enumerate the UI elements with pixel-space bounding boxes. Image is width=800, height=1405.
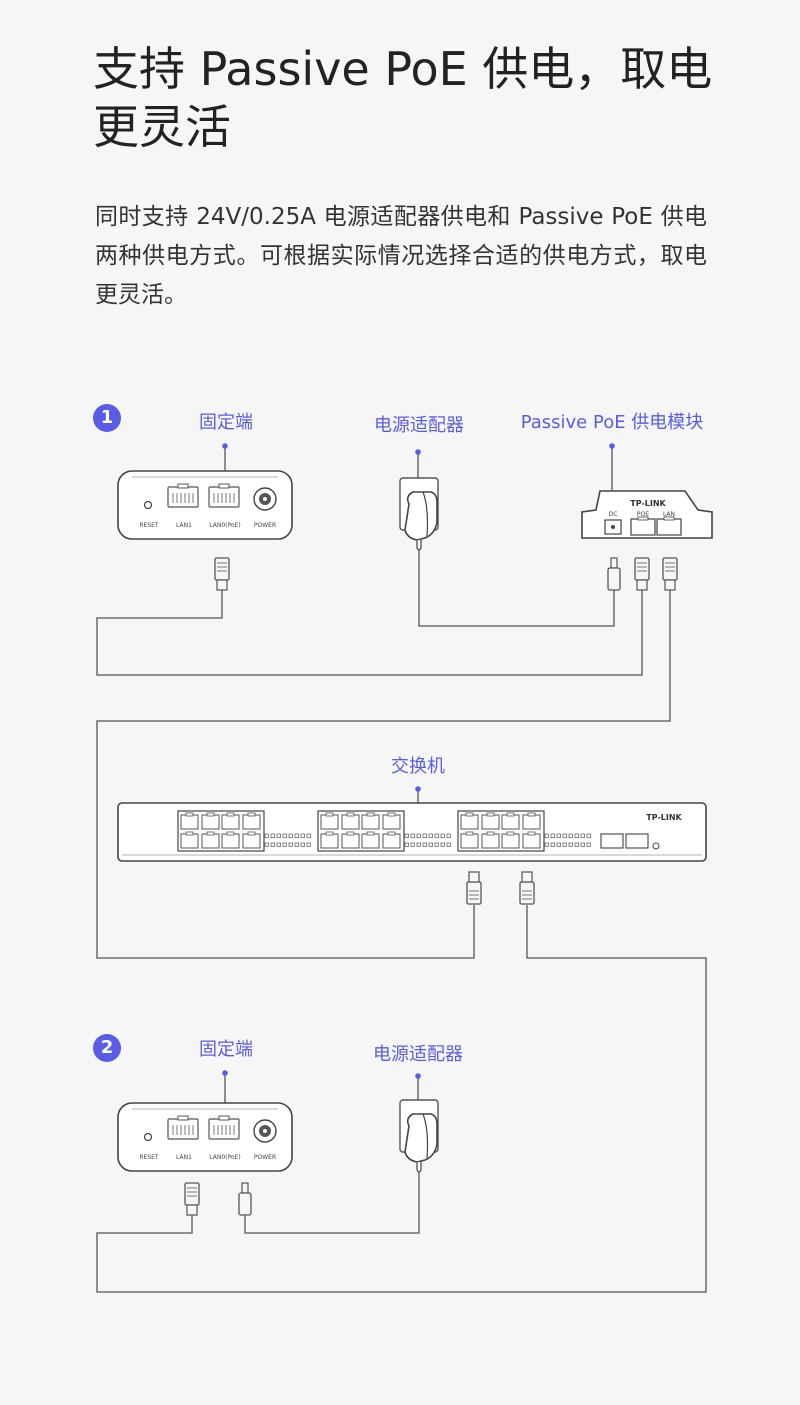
description: 同时支持 24V/0.25A 电源适配器供电和 Passive PoE 供电两种… bbox=[95, 204, 707, 308]
rj45-plug bbox=[662, 557, 678, 591]
dc-plug bbox=[238, 1182, 252, 1216]
step-1-badge: 1 bbox=[93, 404, 121, 432]
step-2-badge: 2 bbox=[93, 1034, 121, 1062]
poe-module-poe-label: POE bbox=[637, 511, 649, 518]
cables bbox=[96, 445, 707, 1293]
fixed-end-device-1: RESET LAN1 LAN0(PoE) POWER bbox=[117, 470, 293, 540]
port-label-lan0: LAN0(PoE) bbox=[209, 522, 240, 529]
fixed-end-device-2: RESET LAN1 LAN0(PoE) POWER bbox=[117, 1102, 293, 1172]
port-label-lan1: LAN1 bbox=[176, 522, 192, 529]
network-switch: TP-LINK bbox=[117, 802, 707, 862]
label-fixed-end-2: 固定端 bbox=[199, 1039, 253, 1060]
rj45-plug bbox=[214, 557, 230, 591]
label-poe-module: Passive PoE 供电模块 bbox=[520, 412, 704, 433]
rj45-plug bbox=[519, 871, 535, 905]
port-label-reset: RESET bbox=[139, 522, 159, 529]
page-title: 支持 Passive PoE 供电，取电更灵活 bbox=[93, 42, 713, 154]
port-label-reset: RESET bbox=[139, 1154, 159, 1161]
port-label-power: POWER bbox=[254, 522, 276, 529]
dc-plug bbox=[607, 557, 621, 591]
rj45-plug bbox=[184, 1182, 200, 1216]
poe-module-brand: TP-LINK bbox=[630, 499, 666, 508]
port-label-lan0: LAN0(PoE) bbox=[209, 1154, 240, 1161]
power-adapter-2 bbox=[399, 1099, 439, 1173]
rj45-plug bbox=[466, 871, 482, 905]
poe-module-lan-label: LAN bbox=[663, 511, 675, 518]
label-adapter-2: 电源适配器 bbox=[373, 1044, 463, 1065]
rj45-plug bbox=[634, 557, 650, 591]
label-switch: 交换机 bbox=[391, 756, 445, 777]
poe-module-dc-label: DC bbox=[609, 511, 618, 518]
power-adapter-1 bbox=[399, 477, 439, 551]
label-fixed-end-1: 固定端 bbox=[199, 412, 253, 433]
port-label-lan1: LAN1 bbox=[176, 1154, 192, 1161]
label-adapter-1: 电源适配器 bbox=[374, 415, 464, 436]
switch-brand: TP-LINK bbox=[646, 813, 682, 822]
port-label-power: POWER bbox=[254, 1154, 276, 1161]
poe-module: TP-LINK DC POE LAN bbox=[581, 490, 713, 539]
